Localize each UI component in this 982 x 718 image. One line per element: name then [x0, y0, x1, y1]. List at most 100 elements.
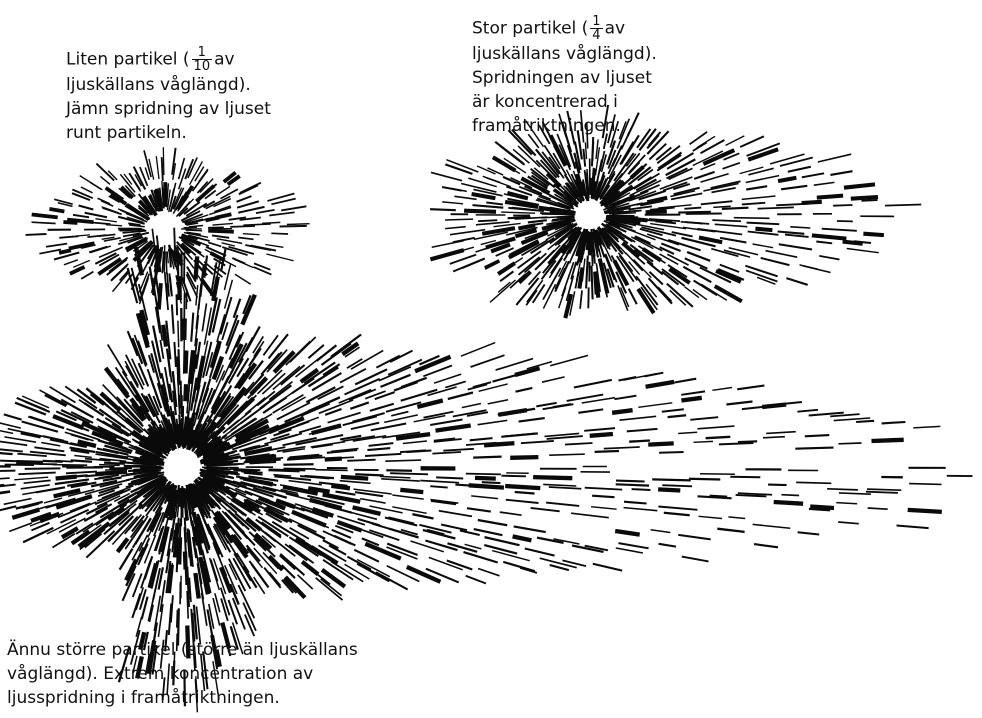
scatter-dash [432, 452, 461, 454]
scatter-dash [22, 422, 58, 432]
scatter-dash [585, 488, 623, 490]
scatter-dash [624, 502, 647, 504]
scatter-dash [856, 421, 874, 422]
scatter-dash [478, 520, 507, 525]
scatter-dash [54, 490, 81, 496]
scatter-dash [417, 401, 442, 407]
scatter-dash [763, 437, 785, 438]
scatter-dash [347, 460, 375, 461]
scatter-dash [471, 496, 498, 499]
scatter-dash [55, 461, 73, 462]
scatter-dash [774, 502, 803, 504]
scatter-dash [726, 402, 752, 405]
scatter-dash [549, 487, 582, 489]
scatter-dash [798, 532, 820, 534]
scatter-dash [658, 489, 680, 490]
scatter-dash [839, 493, 871, 494]
scatter-dash [592, 496, 614, 498]
scatter-dash [781, 495, 799, 496]
small-particle-caption: Liten partikel (110av ljuskällans våglän… [66, 46, 271, 145]
scatter-dash [290, 337, 316, 362]
scatter-dash [478, 420, 508, 424]
scatter-dash [420, 481, 459, 483]
scatter-dash [327, 450, 357, 453]
scatter-dash [350, 402, 369, 408]
scatter-dash [376, 356, 399, 368]
scatter-dash [411, 541, 444, 552]
scatter-dash [263, 335, 278, 355]
scatter-dash [41, 443, 60, 446]
scatter-dash [109, 468, 131, 469]
scatter-dash [186, 561, 187, 586]
larger-particle-caption-line: ljusspridning i framåtriktningen. [7, 686, 358, 710]
scatter-dash [662, 409, 684, 412]
scatter-dash [202, 303, 206, 331]
large-particle-caption-line: är koncentrerad i [472, 90, 657, 114]
scatter-dash [23, 528, 53, 542]
scatter-dash [913, 426, 940, 428]
scatter-dash [574, 380, 612, 388]
scatter-dash [737, 386, 764, 390]
scatter-dash [441, 525, 467, 531]
scatter-dash [827, 489, 858, 490]
scatter-dash [868, 508, 888, 509]
scatter-dash [627, 429, 658, 432]
scatter-dash [519, 418, 545, 422]
scatter-dash [0, 449, 23, 452]
scatter-dash [0, 461, 31, 462]
larger-particle-caption-line: Ännu större partikel (större än ljuskäll… [7, 638, 358, 662]
scatter-dash [682, 557, 709, 562]
scatter-dash [659, 544, 676, 547]
scatter-dash [0, 478, 10, 479]
scatter-dash [514, 526, 546, 532]
scatter-dash [644, 373, 663, 377]
scatter-dash [664, 513, 690, 516]
scatter-dash [323, 560, 353, 580]
scatter-dash [717, 529, 744, 532]
scatter-dash [231, 535, 247, 557]
scatter-dash [351, 423, 379, 429]
scatter-dash [311, 442, 345, 447]
scatter-dash [719, 443, 754, 444]
scatter-dash [659, 452, 684, 453]
scatter-dash [221, 567, 231, 592]
scatter-dash [513, 536, 532, 540]
scatter-dash [195, 573, 198, 599]
scatter-dash [505, 486, 540, 488]
scatter-dash [0, 506, 16, 510]
scatter-dash [897, 526, 929, 529]
scatter-dash [224, 264, 230, 290]
scatter-dash [482, 482, 501, 483]
scatter-dash [174, 228, 175, 267]
small-particle-title-text: Liten partikel ( [66, 50, 190, 70]
scatter-dash [462, 404, 481, 408]
scatter-dash [662, 485, 692, 486]
scatter-dash [31, 434, 68, 442]
scatter-dash [430, 486, 447, 487]
scatter-dash [270, 572, 281, 585]
scatter-dash [584, 428, 615, 431]
scatter-dash [768, 485, 787, 486]
scatter-dash [263, 397, 287, 413]
scatter-dash [521, 441, 554, 443]
scatter-dash [179, 537, 180, 564]
scatter-dash [246, 327, 260, 352]
scatter-dash [619, 543, 649, 548]
scatter-dash [400, 490, 423, 492]
scatter-dash [475, 478, 496, 479]
scatter-dash [681, 398, 701, 401]
scatter-dash [380, 476, 411, 478]
scatter-dash [369, 530, 399, 540]
scatter-dash [185, 527, 186, 553]
scatter-dash [461, 343, 495, 357]
scatter-dash [187, 591, 188, 619]
scatter-dash [178, 321, 179, 348]
scatter-dash [24, 480, 51, 483]
scatter-dash [616, 484, 649, 485]
scatter-dash [118, 539, 128, 552]
small-particle-caption-line: ljuskällans våglängd). [66, 73, 271, 97]
scatter-dash [838, 522, 859, 524]
scatter-dash [221, 249, 225, 271]
scatter-dash [710, 496, 728, 497]
